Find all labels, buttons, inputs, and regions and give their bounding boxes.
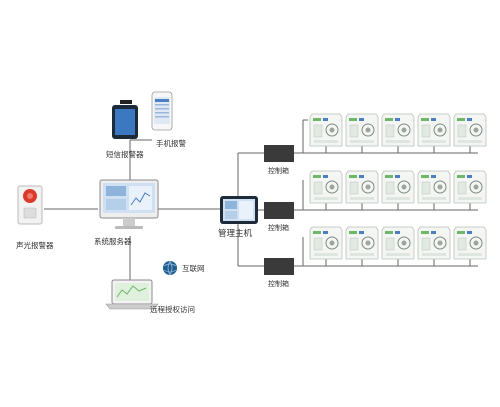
field-sensor-panel	[417, 113, 451, 147]
system-server-monitor	[99, 179, 159, 229]
label-mobile-alarm: 手机报警	[156, 138, 186, 148]
control-box-3	[264, 258, 294, 275]
label-remote-access: 远程授权访问	[150, 304, 195, 314]
label-internet: 互联网	[182, 264, 205, 273]
label-main-host: 管理主机	[218, 228, 253, 239]
control-box-2	[264, 202, 294, 219]
label-system-server: 系统服务器	[94, 236, 132, 246]
field-sensor-panel	[453, 170, 487, 204]
field-sensor-panel	[345, 113, 379, 147]
internet-globe-icon	[163, 260, 177, 276]
field-sensor-panel	[417, 170, 451, 204]
sound-light-alarm-device	[17, 185, 43, 225]
field-device-grid	[309, 113, 487, 260]
field-sensor-panel	[381, 170, 415, 204]
field-sensor-panel	[309, 170, 343, 204]
field-sensor-panel	[453, 226, 487, 260]
label-sms-alarm: 短信报警器	[106, 149, 144, 159]
remote-access-laptop	[105, 279, 159, 310]
field-sensor-panel	[381, 226, 415, 260]
field-sensor-panel	[381, 113, 415, 147]
field-sensor-panel	[453, 113, 487, 147]
label-control-box-2: 控制箱	[268, 223, 289, 232]
label-control-box-3: 控制箱	[268, 279, 289, 288]
label-sound-light-alarm: 声光报警器	[16, 240, 54, 250]
field-sensor-panel	[345, 170, 379, 204]
sms-alarm-device	[112, 100, 138, 139]
label-control-box-1: 控制箱	[268, 166, 289, 175]
mobile-phone-device	[151, 91, 173, 131]
main-host-tablet	[220, 196, 258, 224]
field-sensor-panel	[309, 226, 343, 260]
field-sensor-panel	[309, 113, 343, 147]
field-sensor-panel	[417, 226, 451, 260]
field-sensor-panel	[345, 226, 379, 260]
control-box-1	[264, 145, 294, 162]
